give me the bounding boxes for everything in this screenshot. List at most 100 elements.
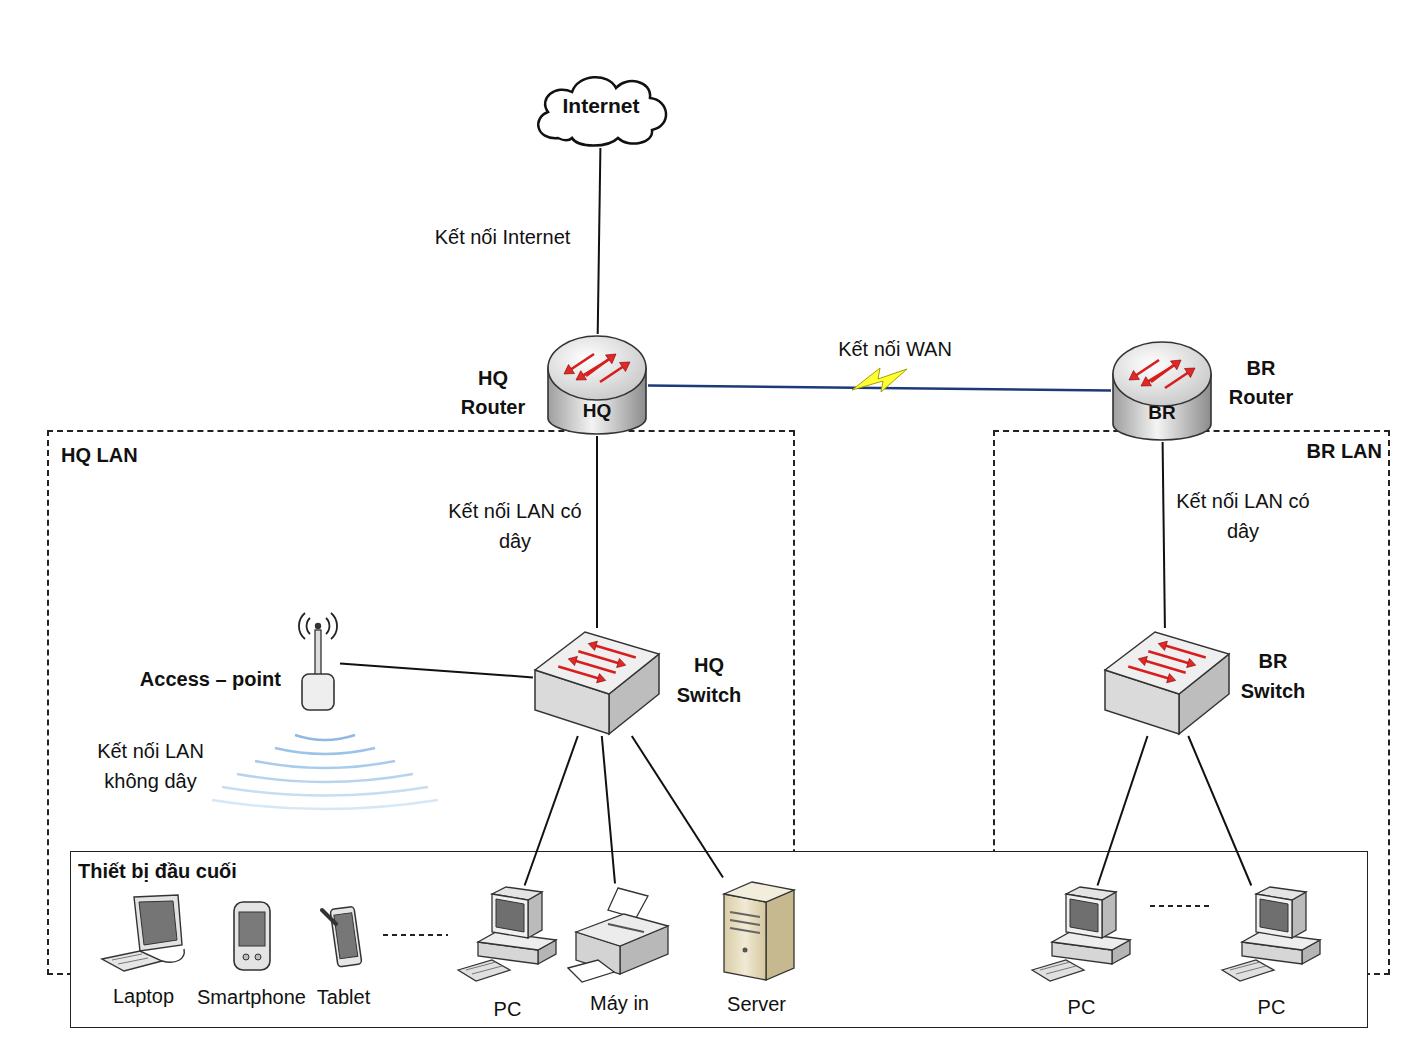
icon-part [472,966,502,974]
annotation-label: Kết nối LAN không dây [78,736,223,796]
wave-arc [275,748,375,754]
pc-symbol [1220,886,1324,982]
network-link [1163,442,1165,628]
icon-part [243,954,249,960]
wave-arc [255,761,395,768]
node-label: Thiết bị đầu cuối [78,860,237,883]
icon-part [496,899,524,932]
icon-part [315,623,321,629]
switch: BR Switch [1103,628,1228,736]
node-label: HQ Switch [667,650,751,710]
icon-part [302,674,334,710]
node-label: Internet [528,94,674,118]
icon-part [576,914,668,946]
icon-part [234,902,270,970]
node-label: Server [678,993,836,1016]
icon-part [255,954,261,960]
switch: HQ Switch [533,628,661,736]
wave-arc [295,735,355,740]
icon-part [535,632,659,694]
icon-part [730,928,760,933]
icon-part [1222,960,1274,981]
node-label: PC [990,996,1174,1019]
router: BRBR Router [1111,340,1213,442]
icon-part [1105,632,1229,694]
icon-part [584,360,608,375]
printer: Máy in [568,884,672,984]
icon-part [724,882,794,902]
router: HQHQ Router [546,334,648,436]
laptop-symbol [100,893,188,975]
network-link [596,436,598,628]
icon-part [102,951,162,971]
wan-lightning [852,368,907,392]
smartphone-symbol [230,900,274,972]
server-symbol [718,878,796,982]
icon-part [578,651,618,663]
node-label: HQ Router [450,364,536,422]
server: Server [718,878,796,982]
icon-part [730,920,760,925]
pc: PC [456,886,560,982]
icon-part [1187,658,1196,667]
icon-part [548,336,646,400]
icon-part [568,960,614,982]
icon-part [742,947,747,952]
icon-part [112,954,142,960]
icon-part [333,912,357,958]
tablet: Tablet [320,902,368,972]
icon-part [1137,360,1160,375]
icon-part [1148,651,1188,663]
node-label: Tablet [280,986,408,1009]
icon-part [1070,899,1098,932]
icon-part [118,958,148,964]
icon-part [1129,371,1140,381]
switch-symbol [1103,628,1228,736]
router-symbol [1111,340,1213,442]
printer-symbol [568,884,672,984]
switch-symbol [533,628,661,736]
wave-arc [237,774,413,782]
icon-part [608,924,644,932]
icon-part [597,674,606,683]
node-label: Máy in [528,992,712,1015]
node-label: PC [416,998,600,1021]
node-label: Smartphone [190,986,314,1009]
icon-part [315,630,321,678]
icon-part [134,895,182,951]
link-label: Kết nối LAN có dây [440,496,590,556]
icon-part [606,354,617,364]
pc: PC [1030,886,1134,982]
icon-part [1066,894,1102,938]
icon-part [1046,966,1076,974]
tablet-symbol [320,902,368,972]
node-label: HQ LAN [61,444,138,467]
icon-part [568,656,577,665]
icon-part [730,912,760,917]
icon-part [1167,674,1176,683]
device-group: Thiết bị đầu cuốiLaptopSmartphoneTabletP… [70,851,1368,1028]
icon-part [576,661,616,673]
link-label: Kết nối LAN có dây [1168,486,1318,546]
icon-part [724,894,766,980]
icon-part [162,949,184,962]
icon-part [1149,366,1173,381]
pc-symbol [1030,886,1134,982]
laptop: Laptop [100,893,188,975]
link-label: Kết nối Internet [400,222,605,252]
icon-part [330,906,362,967]
node-label: BR LAN [1306,440,1382,463]
icon-part [620,362,631,372]
pc: PC [1220,886,1324,982]
link-label: Kết nối WAN [800,334,990,364]
icon-part [1113,342,1211,406]
icon-part [1260,899,1288,932]
icon-part [322,910,336,924]
icon-part [1158,641,1167,650]
access-point: Access – point [296,612,340,712]
icon-part [1032,960,1084,981]
icon-part [1166,646,1206,658]
icon-part [1236,966,1266,974]
icon-part [1141,377,1152,386]
